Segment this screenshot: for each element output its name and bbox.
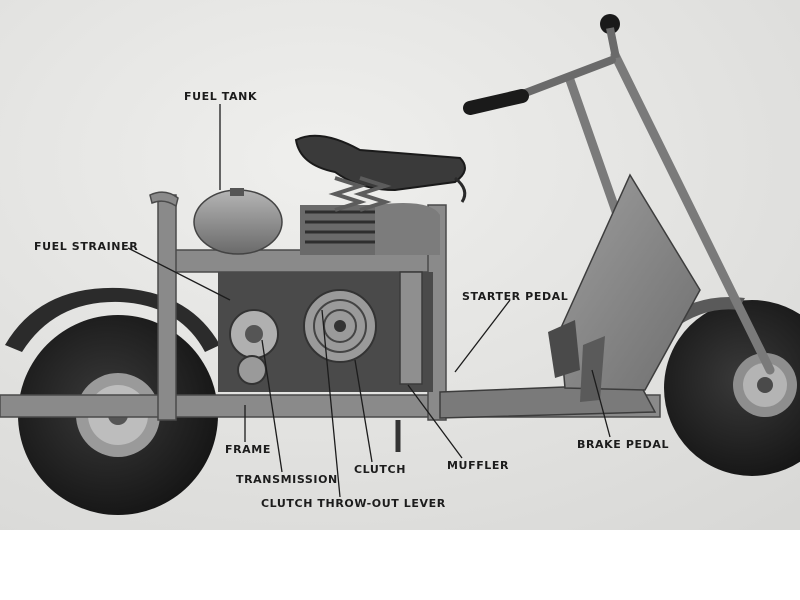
handlebar (516, 56, 616, 99)
label-frame: FRAME (225, 443, 271, 456)
muffler-shape (399, 271, 423, 385)
label-transmission: TRANSMISSION (236, 473, 338, 486)
leader-lines (127, 104, 611, 498)
seat (294, 134, 467, 212)
label-fuel-strainer: FUEL STRAINER (34, 240, 139, 253)
front-wheel (664, 300, 800, 476)
label-starter-pedal: STARTER PEDAL (462, 290, 569, 303)
starter-pedal-shape (548, 320, 580, 378)
brake-pedal-shape (580, 336, 605, 402)
label-brake-pedal: BRAKE PEDAL (577, 438, 670, 451)
front-shroud (559, 173, 701, 391)
label-clutch-throw-out-lever: CLUTCH THROW-OUT LEVER (261, 497, 446, 510)
fuel-tank-shape (193, 189, 283, 255)
label-muffler: MUFFLER (447, 459, 510, 472)
clutch-drum (303, 289, 377, 363)
bottom-margin (0, 530, 800, 600)
engine-block (218, 202, 440, 392)
label-fuel-tank: FUEL TANK (184, 90, 258, 103)
label-clutch: CLUTCH (354, 463, 407, 476)
scooter-illustration (0, 0, 800, 530)
transmission-gears (229, 309, 279, 385)
